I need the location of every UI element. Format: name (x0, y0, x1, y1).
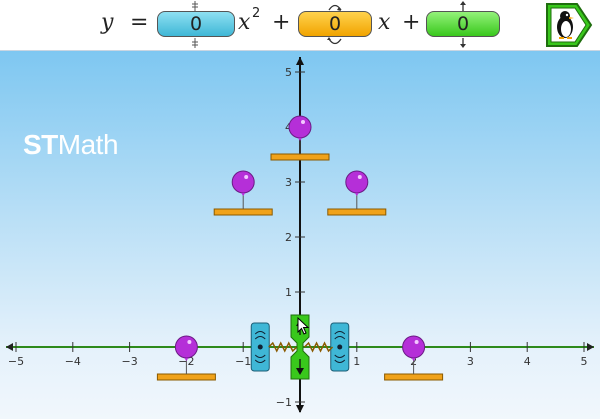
paddle-center-dot (337, 344, 343, 350)
balloon-platform (156, 373, 216, 381)
y-axis-bottom-arrow-icon (296, 405, 304, 413)
x-axis-left-arrow-icon (6, 343, 13, 351)
balloon[interactable] (402, 335, 426, 359)
x-tick-label: 1 (353, 355, 360, 368)
mouse-cursor-icon (297, 316, 310, 335)
stmath-logo: STMath (23, 129, 119, 161)
x-tick-label: −5 (8, 355, 24, 368)
balloon-knot (298, 138, 302, 141)
arrow-up-icon (460, 1, 466, 11)
coefficient-c-input[interactable]: 0 (426, 11, 500, 37)
x-tick-label: −4 (65, 355, 81, 368)
equals-sign: = (130, 10, 149, 35)
x-variable: x (378, 10, 391, 35)
y-tick-label: 2 (285, 231, 292, 244)
spring-right-icon (304, 341, 334, 353)
spring-up-icon (192, 1, 198, 11)
logo-text: Math (57, 129, 119, 160)
y-tick-label: −1 (276, 396, 292, 409)
logo-bold-text: ST (23, 129, 58, 160)
y-tick-label: 5 (285, 66, 292, 79)
x-axis-right-arrow-icon (587, 343, 594, 351)
spring-down-icon (192, 38, 198, 48)
rotate-arrow-bottom-icon (327, 37, 342, 45)
paddle-chevron-down-icon (254, 354, 266, 363)
x-tick-label: −1 (235, 355, 251, 368)
plus-sign-1: + (272, 10, 291, 35)
balloon-knot (241, 193, 246, 196)
balloon-knot (411, 358, 416, 361)
balloon-knot (354, 193, 359, 196)
x-squared-variable: x (238, 10, 251, 35)
coefficient-a-input[interactable]: 0 (157, 11, 235, 37)
x-tick-label: −3 (121, 355, 137, 368)
paddle-chevron-up-icon (334, 331, 346, 340)
balloon-platform (213, 208, 273, 216)
y-variable: y (101, 10, 114, 35)
equation-bar: y = 0 x 2 + 0 x + 0 (0, 0, 600, 51)
paddle-center-dot (257, 344, 263, 350)
balloon[interactable] (231, 170, 255, 194)
paddle-chevron-up-icon (254, 331, 266, 340)
balloon[interactable] (174, 335, 198, 359)
balloon-highlight (357, 175, 362, 179)
balloon-knot (184, 358, 189, 361)
balloon-platform (270, 153, 330, 161)
x-tick-label: 4 (524, 355, 531, 368)
balloon[interactable] (288, 115, 312, 139)
plus-sign-2: + (402, 10, 421, 35)
coefficient-c-value: 0 (456, 13, 470, 35)
balloon-highlight (301, 120, 305, 124)
go-button[interactable] (545, 2, 593, 48)
coefficient-b-input[interactable]: 0 (298, 11, 372, 37)
arrow-down-icon (460, 38, 466, 48)
x-tick-label: 5 (581, 355, 588, 368)
balloon-platform (327, 208, 387, 216)
paddle-chevron-down-icon (334, 354, 346, 363)
balloon[interactable] (345, 170, 369, 194)
y-axis-top-arrow-icon (296, 57, 304, 65)
coefficient-b-value: 0 (328, 13, 342, 35)
spring-left-icon (268, 341, 298, 353)
x-tick-label: 3 (467, 355, 474, 368)
balloon-highlight (244, 175, 249, 179)
exponent-label: 2 (252, 6, 261, 21)
y-tick-label: 1 (285, 286, 292, 299)
shift-down-arrow-icon (296, 368, 304, 375)
balloon-highlight (414, 340, 419, 344)
coefficient-a-value: 0 (189, 13, 203, 35)
balloon-highlight (187, 340, 192, 344)
penguin-icon (557, 11, 574, 39)
y-tick-label: 4 (285, 121, 292, 134)
y-tick-label: 3 (285, 176, 292, 189)
rotate-arrow-top-icon (328, 4, 342, 11)
balloon-platform (384, 373, 444, 381)
